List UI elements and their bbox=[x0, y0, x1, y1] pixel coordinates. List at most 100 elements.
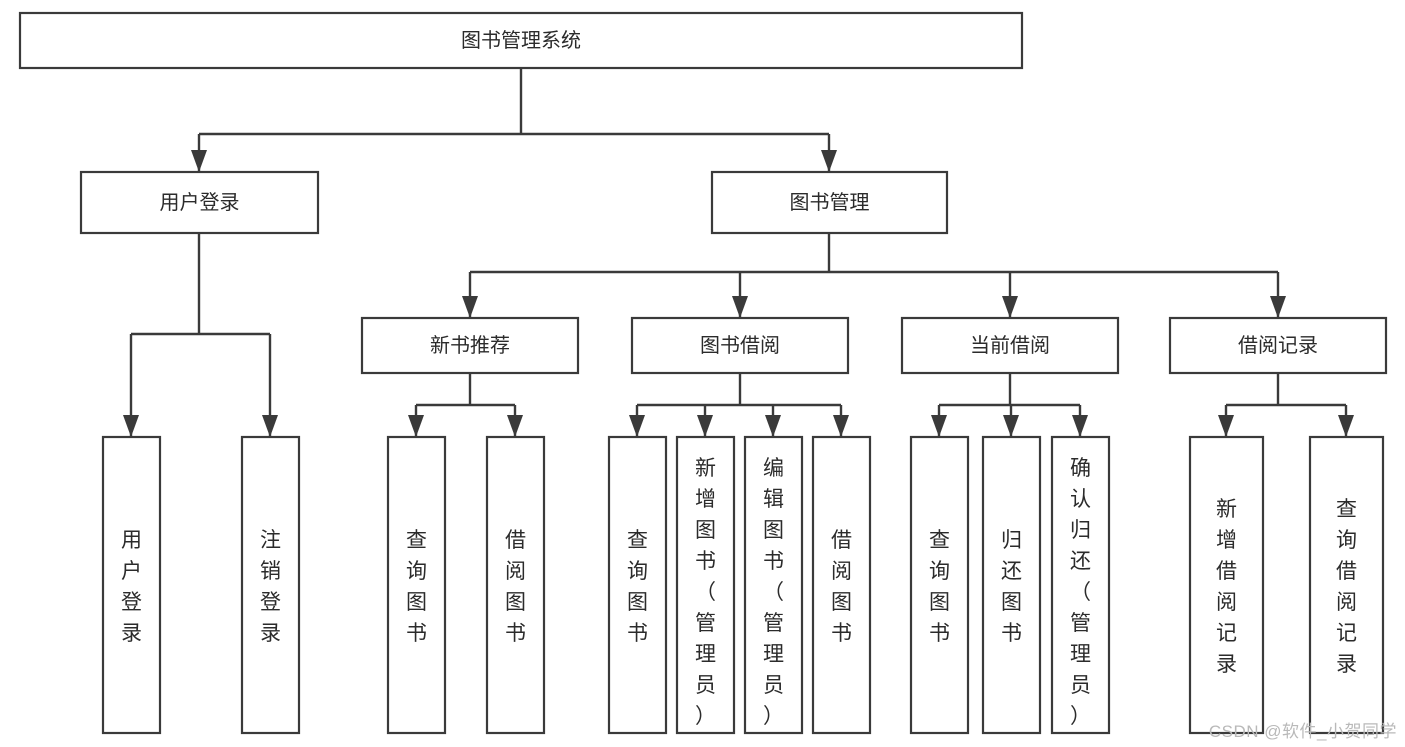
label-char: ） bbox=[763, 705, 784, 728]
label-char: 确 bbox=[1070, 457, 1091, 480]
label-char: 图 bbox=[831, 591, 852, 614]
label-char: 理 bbox=[763, 643, 784, 666]
current-borrow-to-leaves-arrow-0 bbox=[931, 415, 947, 437]
label-char: 书 bbox=[1001, 622, 1022, 645]
borrow-record-to-leaves-arrow-0 bbox=[1218, 415, 1234, 437]
node-leaf-query-book-1-box[interactable] bbox=[386, 435, 447, 735]
label-char: 理 bbox=[695, 643, 716, 666]
label-char: 登 bbox=[260, 591, 281, 614]
label-char: （ bbox=[763, 581, 784, 604]
label-char: 查 bbox=[929, 529, 950, 552]
label-char: 查 bbox=[1336, 498, 1357, 521]
book-manage-to-level3-arrow-0 bbox=[462, 296, 478, 318]
node-leaf-user-login-label: 用户登录 bbox=[121, 529, 142, 645]
label-char: 图 bbox=[505, 591, 526, 614]
label-char: 录 bbox=[121, 622, 142, 645]
label-char: 书 bbox=[505, 622, 526, 645]
label-char: 记 bbox=[1336, 622, 1357, 645]
node-book-manage-label: 图书管理 bbox=[790, 191, 870, 214]
current-borrow-to-leaves-arrow-2 bbox=[1072, 415, 1088, 437]
label-char: 理 bbox=[1070, 643, 1091, 666]
node-leaf-query-book-3-box[interactable] bbox=[909, 435, 970, 735]
label-char: 销 bbox=[260, 560, 281, 583]
label-char: 员 bbox=[763, 674, 784, 697]
label-char: 还 bbox=[1001, 560, 1022, 583]
label-char: 书 bbox=[627, 622, 648, 645]
label-char: 图 bbox=[627, 591, 648, 614]
label-char: 借 bbox=[1336, 560, 1357, 583]
label-char: 记 bbox=[1216, 622, 1237, 645]
node-book-borrow-label: 图书借阅 bbox=[700, 334, 780, 357]
label-char: 书 bbox=[763, 550, 784, 573]
label-char: 阅 bbox=[505, 560, 526, 583]
label-char: 书 bbox=[695, 550, 716, 573]
root-to-level2-arrow-0 bbox=[191, 150, 207, 172]
node-user-login-label: 用户登录 bbox=[160, 191, 240, 214]
label-char: 书 bbox=[406, 622, 427, 645]
label-char: 新 bbox=[695, 457, 716, 480]
label-char: ） bbox=[695, 705, 716, 728]
book-borrow-to-leaves-arrow-0 bbox=[629, 415, 645, 437]
node-leaf-return-book-box[interactable] bbox=[981, 435, 1042, 735]
label-char: 图 bbox=[695, 519, 716, 542]
node-leaf-user-login-box[interactable] bbox=[101, 435, 162, 735]
node-borrow-record-box[interactable] bbox=[1168, 316, 1388, 375]
label-char: 用 bbox=[121, 529, 142, 552]
label-char: 阅 bbox=[1216, 591, 1237, 614]
label-char: 还 bbox=[1070, 550, 1091, 573]
label-char: 辑 bbox=[763, 488, 784, 511]
node-leaf-edit-book-admin-box[interactable] bbox=[743, 435, 804, 735]
node-root-box[interactable] bbox=[18, 11, 1024, 70]
node-leaf-borrow-book-1-box[interactable] bbox=[485, 435, 546, 735]
label-char: 书 bbox=[831, 622, 852, 645]
book-manage-to-level3-arrow-2 bbox=[1002, 296, 1018, 318]
node-layer: 图书管理系统用户登录图书管理新书推荐图书借阅当前借阅借阅记录用户登录注销登录查询… bbox=[18, 11, 1388, 735]
label-char: 查 bbox=[627, 529, 648, 552]
node-book-borrow-box[interactable] bbox=[630, 316, 850, 375]
label-char: 阅 bbox=[831, 560, 852, 583]
node-borrow-record-label: 借阅记录 bbox=[1238, 334, 1318, 357]
node-new-book-recommend-box[interactable] bbox=[360, 316, 580, 375]
node-leaf-query-borrow-record-box[interactable] bbox=[1308, 435, 1385, 735]
label-char: 管 bbox=[1070, 612, 1091, 635]
label-char: 图 bbox=[1001, 591, 1022, 614]
node-leaf-confirm-return-admin-box[interactable] bbox=[1050, 435, 1111, 735]
label-char: 员 bbox=[1070, 674, 1091, 697]
label-char: 录 bbox=[260, 622, 281, 645]
node-leaf-add-borrow-record-box[interactable] bbox=[1188, 435, 1265, 735]
node-leaf-logout-login-box[interactable] bbox=[240, 435, 301, 735]
label-char: 录 bbox=[1216, 653, 1237, 676]
node-new-book-recommend-label: 新书推荐 bbox=[430, 334, 510, 357]
connector-layer bbox=[123, 68, 1354, 437]
label-char: 增 bbox=[695, 488, 716, 511]
book-borrow-to-leaves-arrow-1 bbox=[697, 415, 713, 437]
book-manage-to-level3-arrow-1 bbox=[732, 296, 748, 318]
node-user-login-box[interactable] bbox=[79, 170, 320, 235]
label-char: 归 bbox=[1070, 519, 1091, 542]
node-leaf-add-book-admin-box[interactable] bbox=[675, 435, 736, 735]
label-char: 查 bbox=[406, 529, 427, 552]
node-leaf-query-book-2-box[interactable] bbox=[607, 435, 668, 735]
user-login-to-leaves-arrow-0 bbox=[123, 415, 139, 437]
book-borrow-to-leaves-arrow-2 bbox=[765, 415, 781, 437]
label-char: 增 bbox=[1216, 529, 1237, 552]
node-book-manage-box[interactable] bbox=[710, 170, 949, 235]
borrow-record-to-leaves-arrow-1 bbox=[1338, 415, 1354, 437]
label-char: 阅 bbox=[1336, 591, 1357, 614]
label-char: 询 bbox=[627, 560, 648, 583]
label-char: 员 bbox=[695, 674, 716, 697]
node-leaf-borrow-book-2-box[interactable] bbox=[811, 435, 872, 735]
node-current-borrow-box[interactable] bbox=[900, 316, 1120, 375]
new-book-recommend-to-leaves-arrow-1 bbox=[507, 415, 523, 437]
